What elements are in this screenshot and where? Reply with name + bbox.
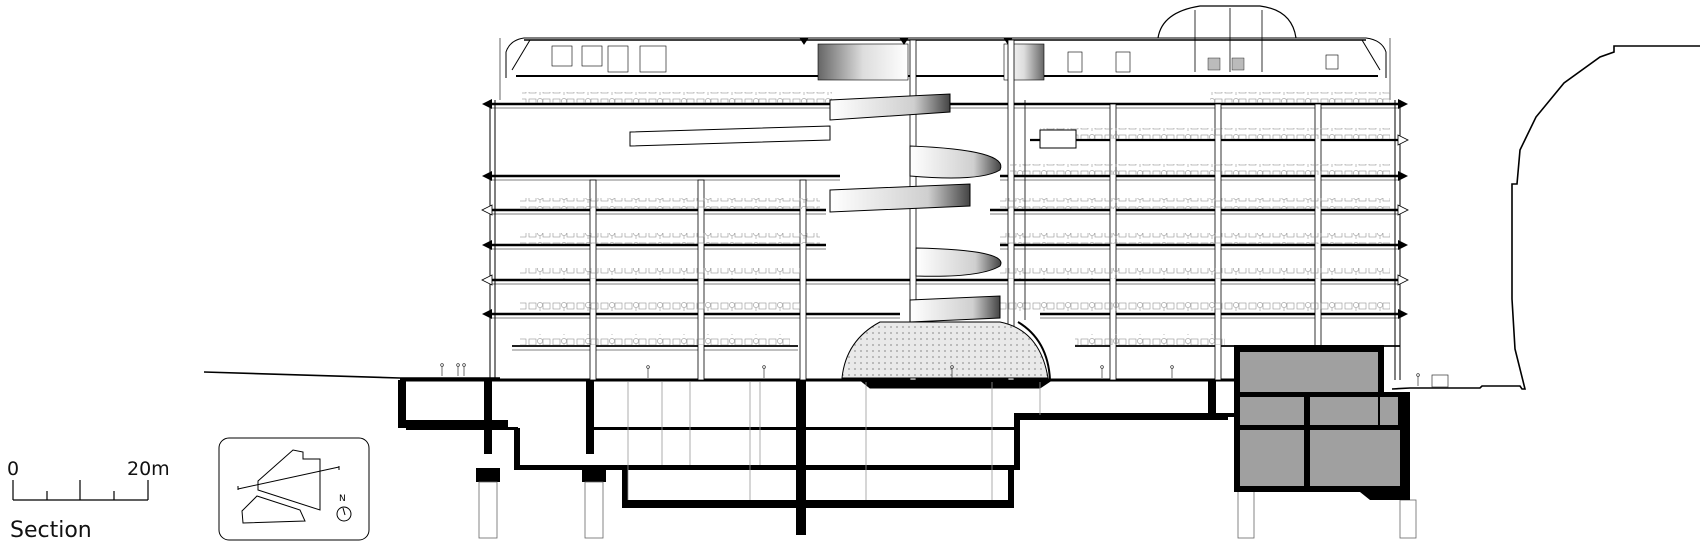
north-label: N bbox=[339, 494, 346, 504]
shell-auditorium bbox=[841, 321, 1053, 389]
people bbox=[440, 363, 1420, 386]
terrain bbox=[203, 45, 1700, 390]
drawing-title: Section bbox=[10, 518, 92, 543]
facade-markers bbox=[482, 99, 1408, 319]
scale-bar bbox=[12, 480, 149, 501]
floor-slabs bbox=[400, 102, 1400, 382]
facade-markers-open bbox=[481, 134, 1409, 286]
vehicle bbox=[1431, 374, 1449, 388]
workstations bbox=[520, 92, 1390, 345]
roof bbox=[505, 5, 1387, 81]
service-block bbox=[1234, 345, 1410, 500]
atrium-ramps bbox=[629, 93, 1077, 323]
scale-end-label: 20m bbox=[127, 458, 170, 480]
basement-columns bbox=[627, 382, 1041, 500]
basement bbox=[398, 380, 1234, 535]
scale-start-label: 0 bbox=[7, 458, 20, 480]
facade bbox=[489, 38, 1401, 380]
key-plan bbox=[218, 437, 370, 541]
